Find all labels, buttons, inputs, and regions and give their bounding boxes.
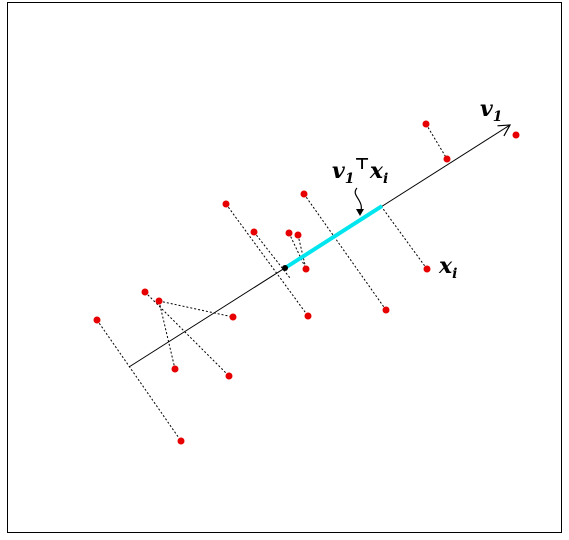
axis-label-subscript: 1 [493,109,503,125]
data-point [93,316,101,324]
data-point [141,288,149,296]
data-point [302,265,310,273]
data-point [285,229,293,237]
projection-line [144,291,230,377]
axis-label-base: v [480,96,493,122]
projection-line [297,234,307,270]
data-point [250,228,258,236]
projection-label-x-subscript: i [383,171,388,187]
projection-line [288,232,307,270]
projection-label-transpose: ⊤ [355,154,370,173]
projection-line [158,300,234,318]
axis-label: v1 [480,96,503,125]
data-point [300,190,308,198]
data-point [229,313,237,321]
data-point [512,131,520,139]
point-label-base: x [438,253,453,279]
data-point [225,372,233,380]
projection-line [96,319,182,442]
label-pointer-arrowhead [356,209,364,216]
point-label-subscript: i [452,266,457,282]
point-label: xi [438,253,457,282]
data-points [93,120,520,445]
projection-line [253,231,291,279]
data-point [294,231,302,239]
origin-point [282,265,288,271]
data-point [382,306,390,314]
data-point [171,365,179,373]
projection-line [158,300,176,370]
projection-label-x: x [369,158,384,184]
data-point [443,155,451,163]
data-point [422,120,430,128]
data-point [222,200,230,208]
projection-lines [96,123,448,442]
data-point [155,297,163,305]
data-point [304,312,312,320]
projection-label-v-subscript: 1 [345,171,355,187]
projection-line [225,203,309,317]
projection-label-v: v [332,158,345,184]
data-point [423,265,431,273]
projection-segment [283,204,384,270]
projection-label: v1⊤xi [332,154,388,187]
projection-line [380,205,428,270]
projection-line [425,123,448,160]
data-point [177,437,185,445]
